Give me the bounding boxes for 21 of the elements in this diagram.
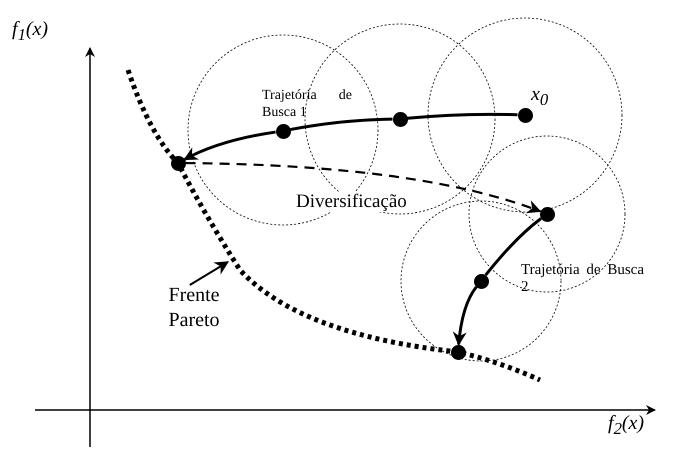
trajectory-line: [407, 112, 518, 120]
trajectory-line: [290, 118, 393, 132]
trajectory-label: Trajetória de Busca 2: [521, 262, 644, 296]
axis-label: f$_{2}$(x): [608, 412, 644, 439]
trajectory-arrow: [452, 286, 478, 346]
point-marker: [450, 344, 466, 360]
leader-arrow: [189, 261, 229, 286]
point-marker: [474, 274, 488, 288]
trajectory-label: Diversificação: [294, 192, 409, 212]
trajectory-line: [484, 217, 542, 276]
point-marker: [540, 206, 554, 222]
axis-label: f$_{1}$(x): [12, 18, 48, 45]
point-marker: [518, 108, 532, 122]
point-label: x$_{0}$: [531, 83, 548, 110]
trajectory-label: Trajetória de Busca 1: [262, 87, 352, 121]
point-marker: [276, 124, 290, 138]
point-marker: [170, 156, 186, 170]
dashed-arrow: [185, 162, 542, 214]
trajectory-arrow: [183, 130, 276, 161]
point-marker: [392, 112, 408, 126]
curve-caption: Frente Pareto: [152, 283, 236, 333]
